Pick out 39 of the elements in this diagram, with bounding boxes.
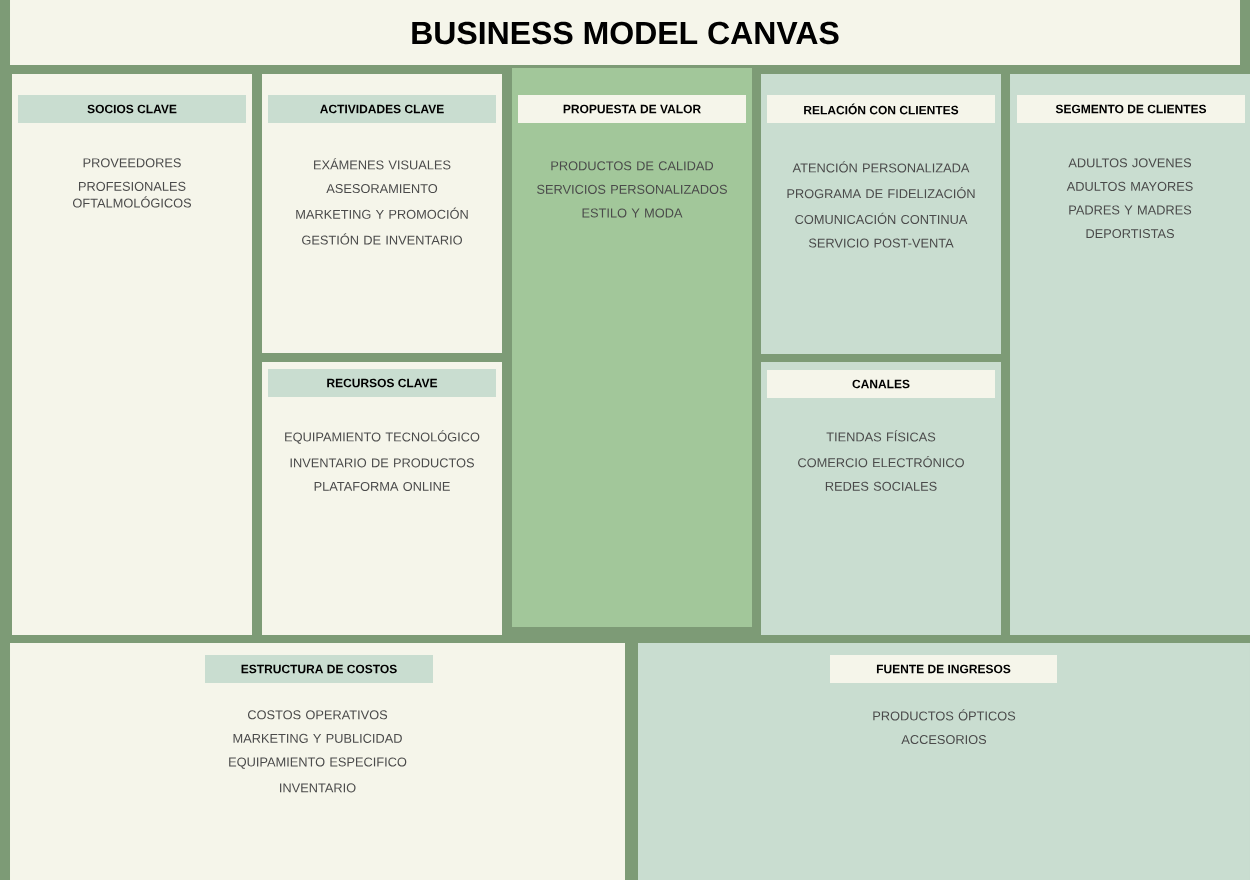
heading-bar: SOCIOS CLAVE	[18, 95, 246, 123]
block-item: EQUIPAMIENTO TECNOLÓGICO	[285, 430, 480, 444]
block-item: COMERCIO ELECTRÓNICO	[798, 456, 964, 468]
block-item: ESTILO Y MODA	[582, 208, 683, 218]
block-item: MARKETING Y PUBLICIDAD	[233, 733, 402, 743]
block-item: TIENDAS FÍSICAS	[826, 430, 936, 442]
block-item: ADULTOS MAYORES	[1066, 181, 1193, 191]
heading-bar: FUENTE DE INGRESOS	[830, 655, 1057, 683]
block-item: GESTIÓN DE INVENTARIO	[302, 233, 462, 245]
block-item: ACCESORIOS	[901, 735, 987, 745]
block-item: INVENTARIO	[280, 783, 356, 793]
title: BUSINESS MODEL CANVAS	[412, 21, 839, 45]
block-item: PADRES Y MADRES	[1069, 205, 1192, 215]
block-item: PROVEEDORES	[83, 158, 181, 168]
block-item: COSTOS OPERATIVOS	[248, 710, 388, 720]
block-item: PLATAFORMA ONLINE	[314, 481, 450, 491]
block-item: INVENTARIO DE PRODUCTOS	[290, 458, 474, 468]
block-item: SERVICIOS PERSONALIZADOS	[537, 184, 727, 194]
heading-bar: RECURSOS CLAVE	[268, 369, 496, 397]
block-item: PROFESIONALES OFTALMOLÓGICOS	[73, 181, 192, 208]
block-item: MARKETING Y PROMOCIÓN	[296, 207, 468, 219]
block-item: SERVICIO POST-VENTA	[808, 238, 954, 248]
block-item: ASESORAMIENTO	[326, 184, 438, 194]
block-item: REDES SOCIALES	[825, 481, 937, 491]
block-item: EXÁMENES VISUALES	[314, 158, 451, 170]
block-item: COMUNICACIÓN CONTINUA	[795, 212, 968, 224]
heading-bar: CANALES	[767, 370, 995, 398]
heading-bar: PROPUESTA DE VALOR	[518, 95, 746, 123]
block-item: ADULTOS JOVENES	[1068, 158, 1192, 168]
block-item: EQUIPAMIENTO ESPECIFICO	[229, 757, 407, 769]
heading-bar: SEGMENTO DE CLIENTES	[1017, 95, 1245, 123]
block-item: PROGRAMA DE FIDELIZACIÓN	[787, 187, 975, 199]
heading-bar: ACTIVIDADES CLAVE	[268, 95, 496, 123]
block-item: ATENCIÓN PERSONALIZADA	[792, 161, 970, 173]
block-item: PRODUCTOS ÓPTICOS	[873, 709, 1016, 721]
heading-bar: RELACIÓN CON CLIENTES	[767, 95, 995, 123]
block-item: DEPORTISTAS	[1086, 229, 1174, 239]
block-item: PRODUCTOS DE CALIDAD	[551, 161, 714, 171]
heading-bar: ESTRUCTURA DE COSTOS	[205, 655, 433, 683]
